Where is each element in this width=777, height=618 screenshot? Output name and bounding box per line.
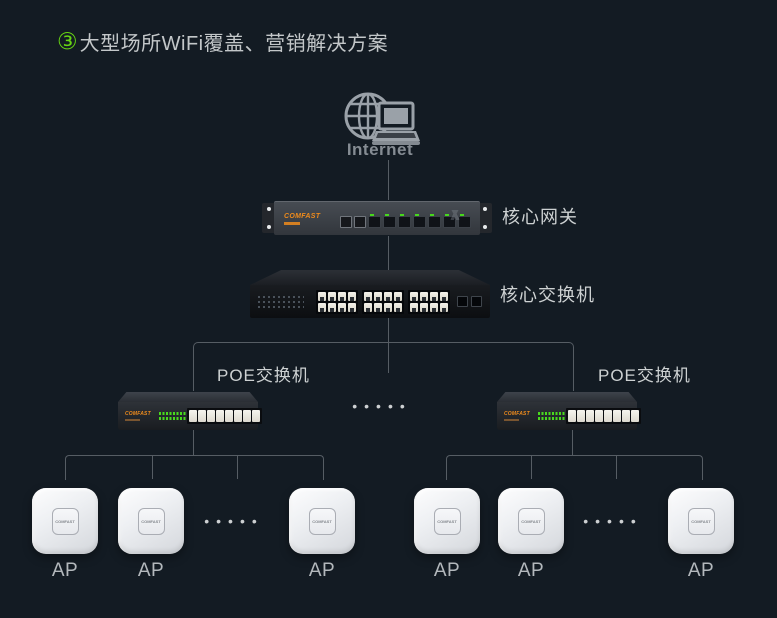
console-port (340, 216, 352, 228)
usb-port (354, 216, 366, 228)
ap-brand-badge: COMFAST (137, 507, 165, 535)
ethernet-port (398, 214, 411, 228)
drop-right-ap2 (531, 455, 532, 479)
poe-right-label: POE交换机 (598, 366, 691, 385)
ethernet-port (383, 214, 396, 228)
bracket-coreswitch-to-poe (193, 342, 574, 391)
rack-ear-right (478, 203, 492, 233)
switch-ports (316, 289, 450, 314)
poe-left-label: POE交换机 (217, 366, 310, 385)
gateway-ports (340, 214, 471, 228)
connector-internet-gateway (388, 160, 389, 200)
drop-right-more (616, 455, 617, 479)
drop-left-ap2 (152, 455, 153, 479)
page-title: ③ 大型场所WiFi覆盖、营销解决方案 (57, 27, 388, 56)
poe-ports (186, 408, 262, 424)
ap-label: AP (137, 560, 165, 581)
bracket-poeleft-to-aps (65, 455, 324, 480)
ethernet-port (428, 214, 441, 228)
title-text: 大型场所WiFi覆盖、营销解决方案 (79, 33, 389, 55)
switch-front-panel: COMFAST (497, 402, 641, 430)
ap-brand-badge: COMFAST (517, 507, 545, 535)
brand-badge (284, 221, 300, 225)
brand-text: COMFAST (504, 411, 530, 417)
connector-gateway-coreswitch (388, 236, 389, 270)
ethernet-port (413, 214, 426, 228)
led-panel (158, 410, 187, 422)
poe-switch-left-device: COMFAST (118, 392, 262, 430)
gateway-front-panel: COMFAST (274, 201, 480, 235)
ap-device: COMFAST (289, 488, 355, 554)
ethernet-port (443, 214, 456, 228)
ap-device: COMFAST (498, 488, 564, 554)
ap-device: COMFAST (668, 488, 734, 554)
internet-globe-laptop-icon (344, 92, 420, 145)
bracket-poeright-to-aps (446, 455, 703, 480)
core-switch-label: 核心交换机 (500, 285, 595, 305)
port-group (316, 289, 358, 314)
ap-brand-badge: COMFAST (51, 507, 79, 535)
ap-label: AP (687, 560, 715, 581)
ap-device: COMFAST (414, 488, 480, 554)
switch-top-face (497, 392, 637, 402)
brand-badge (125, 419, 140, 421)
connector-coreswitch-down (388, 318, 389, 373)
more-ap-ellipsis-right: ••••• (583, 513, 643, 529)
led-panel (258, 293, 308, 311)
switch-top-face (118, 392, 258, 402)
ethernet-port (368, 214, 381, 228)
title-number-badge: ③ (57, 28, 78, 54)
eagle-watermark-icon (446, 210, 464, 220)
ap-brand-badge: COMFAST (433, 507, 461, 535)
sfp-ports (457, 296, 482, 307)
connector-poeright-down (572, 430, 573, 456)
poe-switch-right-device: COMFAST (497, 392, 641, 430)
poe-brand-logo: COMFAST (125, 411, 151, 421)
rack-ear-left (262, 203, 276, 233)
switch-top-face (250, 270, 490, 285)
ap-device: COMFAST (32, 488, 98, 554)
ethernet-port (458, 214, 471, 228)
port-group (362, 289, 404, 314)
port-group (408, 289, 450, 314)
switch-front-panel (250, 285, 490, 318)
more-poe-ellipsis: ••••• (352, 398, 412, 414)
switch-front-panel: COMFAST (118, 402, 262, 430)
ap-label: AP (433, 560, 461, 581)
ap-device: COMFAST (118, 488, 184, 554)
brand-badge (504, 419, 519, 421)
gateway-brand-logo: COMFAST (284, 213, 320, 225)
ap-label: AP (308, 560, 336, 581)
connector-poeleft-down (193, 430, 194, 456)
ap-label: AP (51, 560, 79, 581)
internet-label: Internet (346, 140, 414, 159)
poe-brand-logo: COMFAST (504, 411, 530, 421)
gateway-label: 核心网关 (502, 207, 578, 227)
core-switch-device (250, 270, 490, 318)
ap-brand-badge: COMFAST (308, 507, 336, 535)
brand-text: COMFAST (125, 411, 151, 417)
core-gateway-device: COMFAST (262, 201, 492, 235)
ap-label: AP (517, 560, 545, 581)
poe-ports (565, 408, 641, 424)
brand-text: COMFAST (284, 212, 321, 220)
more-ap-ellipsis-left: ••••• (204, 513, 264, 529)
led-panel (537, 410, 566, 422)
ap-brand-badge: COMFAST (687, 507, 715, 535)
drop-left-more (237, 455, 238, 479)
